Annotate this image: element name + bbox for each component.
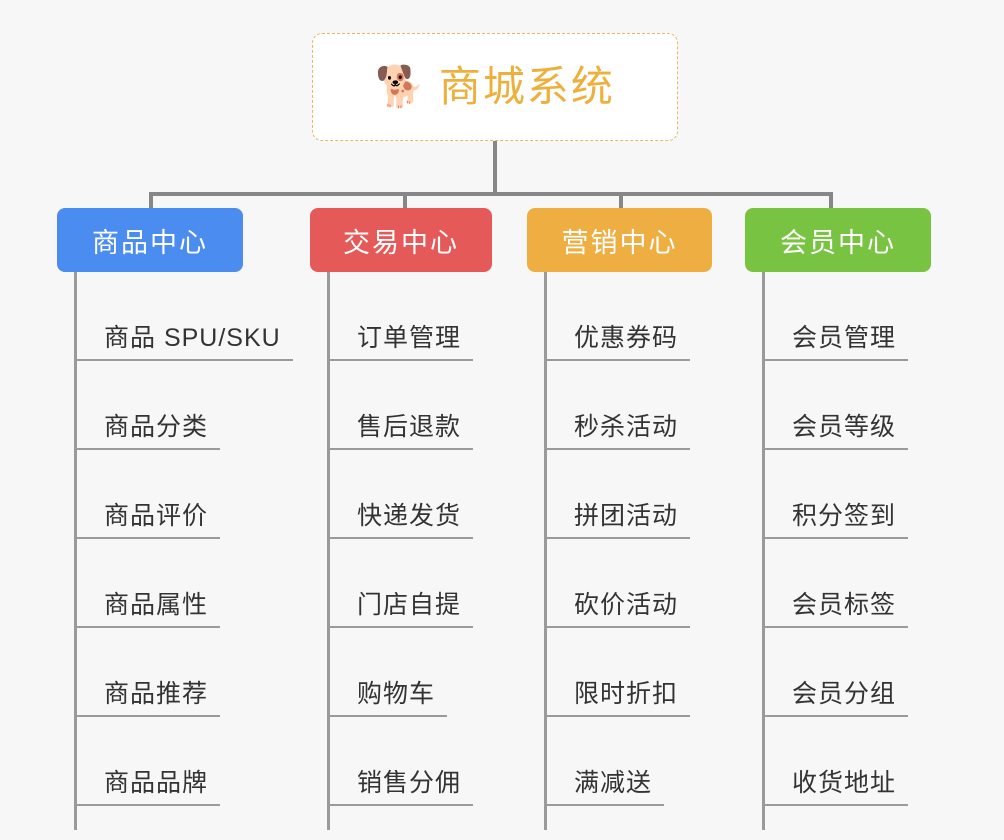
leaf-item-label: 快递发货	[327, 502, 474, 539]
leaf-item[interactable]: 会员标签	[762, 539, 987, 628]
leaf-item[interactable]: 会员等级	[762, 361, 987, 450]
leaf-item-label: 销售分佣	[327, 769, 474, 806]
leaf-item[interactable]: 收货地址	[762, 717, 987, 806]
leaf-item[interactable]: 优惠券码	[544, 272, 764, 361]
leaf-item[interactable]: 销售分佣	[327, 717, 552, 806]
branch-column-marketing-center: 营销中心 优惠券码 秒杀活动 拼团活动 砍价活动 限时折扣 满减送	[527, 208, 747, 830]
leaf-item[interactable]: 售后退款	[327, 361, 552, 450]
leaf-item[interactable]: 商品推荐	[74, 628, 324, 717]
branch-header-label: 交易中心	[343, 227, 459, 258]
leaf-item-label: 售后退款	[327, 413, 474, 450]
branch-spine-3	[544, 272, 547, 830]
leaf-item[interactable]: 快递发货	[327, 450, 552, 539]
leaf-item[interactable]: 商品属性	[74, 539, 324, 628]
connector-horizontal-bus	[149, 192, 833, 196]
leaf-item[interactable]: 门店自提	[327, 539, 552, 628]
connector-drop-branch-4	[829, 192, 833, 210]
leaf-item-label: 会员分组	[762, 680, 909, 717]
connector-root-vertical	[493, 141, 497, 195]
branch-header-marketing-center[interactable]: 营销中心	[527, 208, 712, 272]
leaf-item[interactable]: 商品分类	[74, 361, 324, 450]
branch-header-trade-center[interactable]: 交易中心	[310, 208, 492, 272]
branch-header-product-center[interactable]: 商品中心	[57, 208, 243, 272]
leaf-item[interactable]: 满减送	[544, 717, 764, 806]
leaf-item-label: 门店自提	[327, 591, 474, 628]
leaf-item-label: 砍价活动	[544, 591, 691, 628]
leaf-item-label: 会员标签	[762, 591, 909, 628]
leaf-item-label: 购物车	[327, 680, 448, 717]
root-node-label: 商城系统	[438, 63, 615, 110]
leaf-item[interactable]: 订单管理	[327, 272, 552, 361]
leaf-item[interactable]: 会员分组	[762, 628, 987, 717]
leaf-item[interactable]: 商品品牌	[74, 717, 324, 806]
leaf-item-label: 会员管理	[762, 324, 909, 361]
leaf-item-label: 商品评价	[74, 502, 221, 539]
branch-column-member-center: 会员中心 会员管理 会员等级 积分签到 会员标签 会员分组 收货地址	[745, 208, 970, 830]
leaf-item[interactable]: 购物车	[327, 628, 552, 717]
leaf-item[interactable]: 秒杀活动	[544, 361, 764, 450]
branch-header-member-center[interactable]: 会员中心	[745, 208, 931, 272]
leaf-item-label: 拼团活动	[544, 502, 691, 539]
root-node[interactable]: 🐕 商城系统	[312, 33, 678, 141]
connector-drop-branch-3	[619, 192, 623, 210]
leaf-item[interactable]: 拼团活动	[544, 450, 764, 539]
leaf-item[interactable]: 会员管理	[762, 272, 987, 361]
branch-column-product-center: 商品中心 商品 SPU/SKU 商品分类 商品评价 商品属性 商品推荐 商品品牌	[57, 208, 307, 830]
leaf-item[interactable]: 商品评价	[74, 450, 324, 539]
leaf-item-label: 满减送	[544, 769, 665, 806]
leaf-item[interactable]: 积分签到	[762, 450, 987, 539]
leaf-item-label: 会员等级	[762, 413, 909, 450]
leaf-item-label: 收货地址	[762, 769, 909, 806]
leaf-item-label: 订单管理	[327, 324, 474, 361]
branch-header-label: 营销中心	[561, 227, 678, 258]
leaf-item-label: 商品分类	[74, 413, 221, 450]
connector-drop-branch-1	[149, 192, 153, 210]
leaf-item-label: 优惠券码	[544, 324, 691, 361]
branch-header-label: 会员中心	[780, 227, 896, 258]
leaf-item-label: 商品 SPU/SKU	[74, 324, 293, 361]
leaf-item-label: 限时折扣	[544, 680, 691, 717]
leaf-list-product-center: 商品 SPU/SKU 商品分类 商品评价 商品属性 商品推荐 商品品牌	[74, 272, 324, 806]
leaf-item-label: 商品推荐	[74, 680, 221, 717]
branch-header-label: 商品中心	[92, 227, 208, 258]
leaf-list-member-center: 会员管理 会员等级 积分签到 会员标签 会员分组 收货地址	[762, 272, 987, 806]
leaf-item-label: 积分签到	[762, 502, 909, 539]
shiba-inu-dog-face-icon: 🐕	[375, 65, 425, 109]
connector-drop-branch-2	[403, 192, 407, 210]
leaf-item[interactable]: 商品 SPU/SKU	[74, 272, 324, 361]
leaf-item-label: 商品品牌	[74, 769, 221, 806]
leaf-item[interactable]: 砍价活动	[544, 539, 764, 628]
branch-column-trade-center: 交易中心 订单管理 售后退款 快递发货 门店自提 购物车 销售分佣	[310, 208, 535, 830]
branch-spine-2	[327, 272, 330, 830]
leaf-item[interactable]: 限时折扣	[544, 628, 764, 717]
leaf-list-trade-center: 订单管理 售后退款 快递发货 门店自提 购物车 销售分佣	[327, 272, 552, 806]
branch-spine-4	[762, 272, 765, 830]
branch-spine-1	[74, 272, 77, 830]
leaf-item-label: 秒杀活动	[544, 413, 691, 450]
leaf-list-marketing-center: 优惠券码 秒杀活动 拼团活动 砍价活动 限时折扣 满减送	[544, 272, 764, 806]
leaf-item-label: 商品属性	[74, 591, 221, 628]
